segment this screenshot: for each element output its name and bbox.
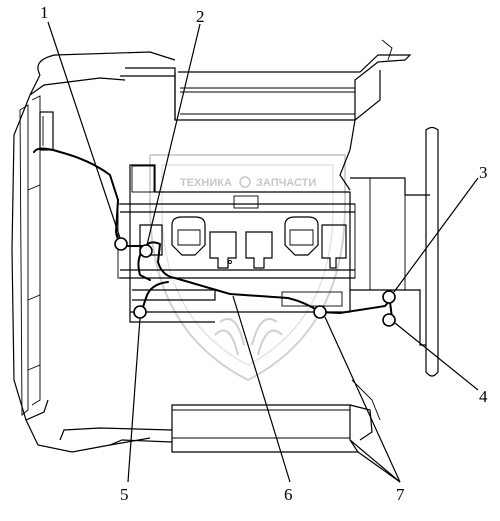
node-7 bbox=[313, 305, 327, 319]
watermark-gear-icon bbox=[239, 176, 251, 188]
gauge-3 bbox=[209, 231, 237, 269]
leader-6 bbox=[232, 295, 291, 483]
leader-lines bbox=[47, 21, 479, 483]
gauge-2 bbox=[171, 216, 206, 256]
watermark-left-word: ТЕХНИКА bbox=[180, 177, 232, 189]
watermark-wheat-icon bbox=[214, 317, 283, 356]
callout-labels: 1 2 3 4 5 6 7 bbox=[40, 3, 488, 504]
callout-1: 1 bbox=[40, 3, 49, 22]
node-5 bbox=[133, 305, 147, 319]
node-4 bbox=[382, 313, 396, 327]
lower-block bbox=[171, 379, 381, 453]
cab-outline bbox=[11, 51, 176, 453]
leader-3 bbox=[393, 177, 479, 293]
gauge-5 bbox=[284, 216, 319, 256]
watermark-shield-inner bbox=[161, 164, 334, 366]
leader-7b bbox=[349, 439, 401, 483]
leader-5 bbox=[127, 317, 141, 483]
callout-5: 5 bbox=[120, 485, 129, 504]
watermark-shield bbox=[149, 154, 346, 382]
leader-7a bbox=[324, 316, 401, 483]
gauge-6 bbox=[321, 224, 347, 269]
leader-4 bbox=[394, 322, 479, 391]
callout-4: 4 bbox=[479, 387, 488, 406]
callout-2: 2 bbox=[196, 7, 205, 26]
leader-2 bbox=[146, 23, 201, 246]
callout-6: 6 bbox=[284, 485, 293, 504]
gauge-row bbox=[139, 216, 347, 269]
wiring-harness bbox=[33, 147, 396, 327]
node-1 bbox=[114, 237, 128, 251]
upper-block bbox=[120, 39, 412, 191]
steering-column bbox=[350, 126, 439, 377]
node-2 bbox=[139, 244, 153, 258]
callout-7: 7 bbox=[396, 485, 405, 504]
node-3 bbox=[382, 290, 396, 304]
leader-7c bbox=[357, 451, 401, 483]
harness-wire-main bbox=[33, 147, 393, 314]
watermark-right-word: ЗАПЧАСТИ bbox=[256, 177, 316, 189]
instrument-panel bbox=[117, 164, 356, 323]
gauge-4 bbox=[245, 231, 273, 269]
watermark: ТЕХНИКА ЗАПЧАСТИ bbox=[149, 154, 346, 382]
callout-3: 3 bbox=[479, 163, 488, 182]
harness-branch-lower bbox=[141, 281, 169, 311]
leader-1 bbox=[47, 21, 121, 239]
connector-block bbox=[39, 111, 54, 151]
